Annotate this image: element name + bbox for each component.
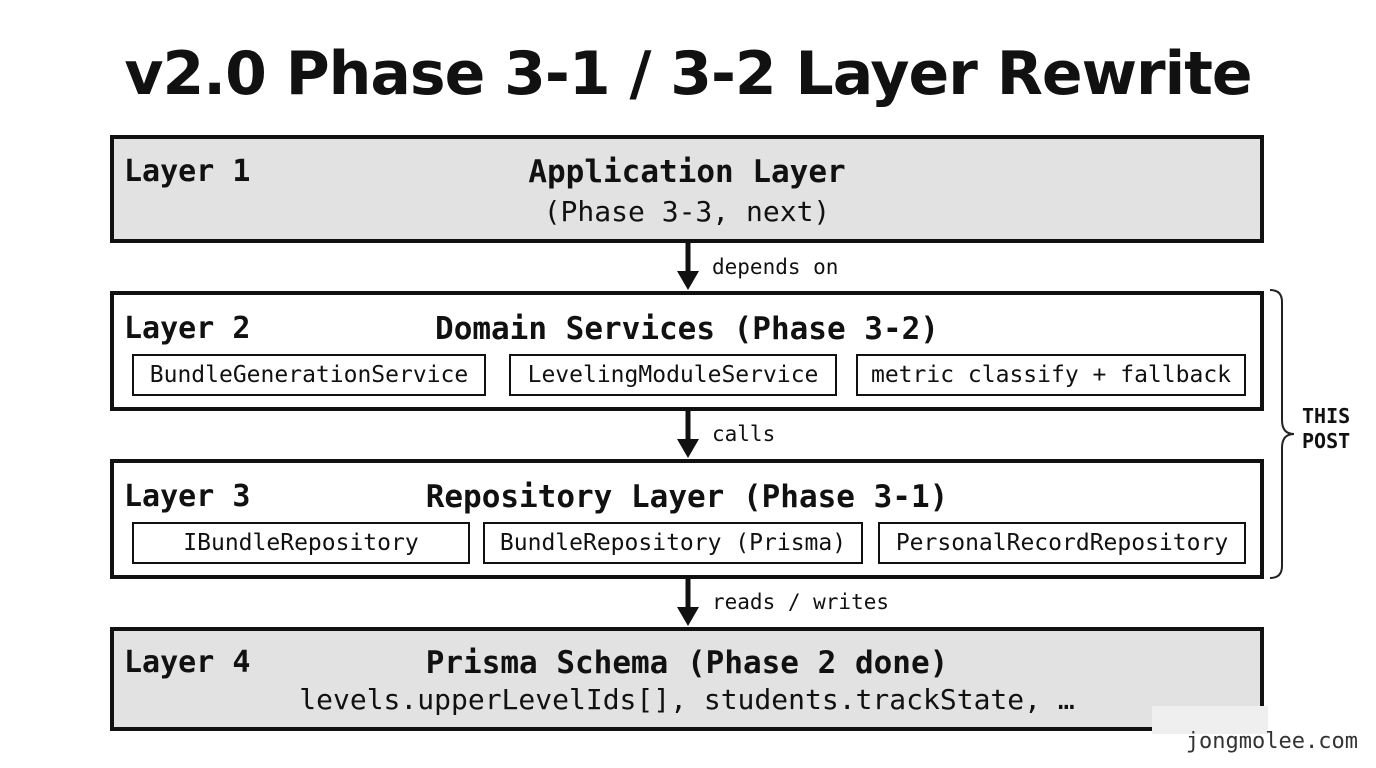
edge-label-reads-writes: reads / writes [712, 590, 890, 614]
arrow-depends-on [677, 243, 699, 290]
layer-4-title: Prisma Schema (Phase 2 done) [425, 645, 949, 681]
layer-3-box: Layer 3 Repository Layer (Phase 3-1) IBu… [110, 459, 1264, 579]
repository-chip: BundleRepository (Prisma) [483, 522, 863, 564]
layer-4-box: Layer 4 Prisma Schema (Phase 2 done) lev… [110, 627, 1264, 731]
this-post-line-2: POST [1302, 429, 1351, 453]
layer-3-title: Repository Layer (Phase 3-1) [425, 479, 949, 515]
arrow-reads-writes [677, 579, 699, 626]
this-post-label: THIS POST [1302, 404, 1350, 454]
edge-label-calls: calls [712, 422, 776, 446]
service-chip: BundleGenerationService [132, 354, 486, 396]
layer-2-label: Layer 2 [124, 311, 251, 346]
arrow-calls [677, 411, 699, 458]
repository-chip: PersonalRecordRepository [878, 522, 1246, 564]
watermark: jongmolee.com [1185, 729, 1358, 754]
service-chip: metric classify + fallback [856, 354, 1246, 396]
layer-3-label: Layer 3 [124, 479, 251, 514]
layer-4-subtitle: levels.upperLevelIds[], students.trackSt… [299, 683, 1075, 716]
this-post-line-1: THIS [1302, 404, 1351, 428]
diagram-title: v2.0 Phase 3-1 / 3-2 Layer Rewrite [124, 39, 1252, 109]
repository-chip: IBundleRepository [132, 522, 470, 564]
layer-1-box: Layer 1 Application Layer (Phase 3-3, ne… [110, 135, 1264, 243]
this-post-bracket [1269, 289, 1295, 579]
layer-2-box: Layer 2 Domain Services (Phase 3-2) Bund… [110, 291, 1264, 411]
layer-1-label: Layer 1 [124, 154, 251, 189]
layer-4-label: Layer 4 [124, 645, 251, 680]
edge-label-depends-on: depends on [712, 255, 839, 279]
watermark-background [1152, 706, 1268, 734]
layer-1-title: Application Layer [528, 154, 846, 190]
service-chip: LevelingModuleService [509, 354, 837, 396]
layer-1-subtitle: (Phase 3-3, next) [543, 195, 831, 228]
layer-2-title: Domain Services (Phase 3-2) [435, 311, 939, 347]
